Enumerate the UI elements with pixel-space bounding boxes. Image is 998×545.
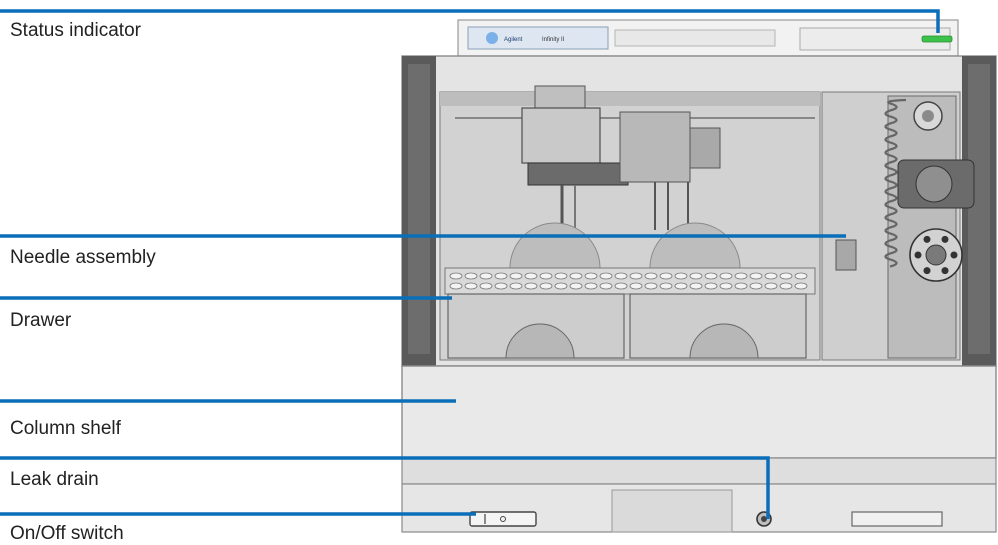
brand-spark-icon <box>486 32 498 44</box>
rack-hole <box>749 272 763 280</box>
rack-hole <box>689 282 703 290</box>
rack-hole <box>584 272 598 280</box>
right-side-inset <box>968 64 990 354</box>
base-upper <box>401 457 997 485</box>
rack-hole <box>674 282 688 290</box>
pump-rotor <box>915 165 953 203</box>
rack-hole <box>509 272 523 280</box>
valve-port <box>950 251 958 259</box>
label-on-off-switch: On/Off switch <box>10 523 124 544</box>
rack-hole <box>464 272 478 280</box>
label-status-indicator: Status indicator <box>10 20 141 41</box>
needle-head-top <box>534 85 586 109</box>
rack-hole <box>569 272 583 280</box>
rack-hole <box>449 282 463 290</box>
rack-hole <box>704 272 718 280</box>
rack-hole <box>659 272 673 280</box>
rack-hole <box>779 272 793 280</box>
rack-hole <box>779 282 793 290</box>
rack-hole <box>494 272 508 280</box>
rack-hole <box>554 282 568 290</box>
rack-hole <box>509 282 523 290</box>
leak-drain-hole <box>761 516 767 522</box>
label-column-shelf: Column shelf <box>10 418 121 439</box>
rack-hole <box>599 282 613 290</box>
rack-hole <box>524 282 538 290</box>
compartment-top-rail <box>440 92 820 106</box>
brand-badge: Agilent <box>504 37 523 43</box>
rack-hole <box>614 272 628 280</box>
rack-hole <box>644 272 658 280</box>
valve-port <box>941 267 949 275</box>
brand-panel <box>467 26 609 50</box>
leader-status-indicator <box>0 9 940 33</box>
valve-port <box>923 267 931 275</box>
status-led <box>921 35 953 43</box>
rack-hole <box>764 282 778 290</box>
rack-hole <box>689 272 703 280</box>
injection-valve-center <box>925 244 947 266</box>
drawer-right-handle <box>689 323 759 359</box>
rack-hole <box>584 282 598 290</box>
rack-hole <box>719 282 733 290</box>
rack-hole <box>794 282 808 290</box>
capillary-coil <box>884 98 907 268</box>
rack-hole <box>449 272 463 280</box>
top-slot <box>614 29 776 47</box>
needle-head-body <box>521 107 601 164</box>
rack-hole <box>659 282 673 290</box>
rack-hole <box>569 282 583 290</box>
rack-hole <box>599 272 613 280</box>
rack-hole <box>539 282 553 290</box>
base-right-slot <box>851 511 943 527</box>
rack-hole <box>719 272 733 280</box>
rack-hole <box>704 282 718 290</box>
valve-ports <box>914 235 958 275</box>
leader-lines <box>0 9 940 519</box>
sample-rack <box>444 267 816 295</box>
model-badge: Infinity II <box>542 37 565 43</box>
rack-hole <box>614 282 628 290</box>
rack-hole <box>734 272 748 280</box>
rack-hole <box>629 272 643 280</box>
rack-hole <box>524 272 538 280</box>
column-shelf <box>401 365 997 459</box>
rack-hole <box>494 282 508 290</box>
leader-leak-drain <box>0 456 770 519</box>
power-icon <box>500 516 506 522</box>
rack-hole <box>794 272 808 280</box>
label-drawer: Drawer <box>10 310 72 331</box>
needle-head-base <box>527 162 629 186</box>
needle-drive-motor <box>689 127 721 169</box>
rack-hole <box>479 272 493 280</box>
label-needle-assembly: Needle assembly <box>10 247 156 268</box>
needle-drive-block <box>619 111 691 183</box>
device: Agilent Infinity II <box>401 19 997 533</box>
base-center-panel <box>611 489 733 533</box>
rack-hole <box>749 282 763 290</box>
label-leak-drain: Leak drain <box>10 469 99 490</box>
valve-port <box>923 235 931 243</box>
rack-hole <box>629 282 643 290</box>
rack-hole <box>734 282 748 290</box>
rack-hole <box>644 282 658 290</box>
valve-port <box>941 235 949 243</box>
rack-hole <box>464 282 478 290</box>
needle-seat-block <box>835 239 857 271</box>
valve-panel <box>887 95 957 359</box>
rack-hole <box>674 272 688 280</box>
rack-hole <box>554 272 568 280</box>
on-off-switch[interactable] <box>469 511 537 527</box>
rack-hole <box>764 272 778 280</box>
metering-head-center <box>922 110 934 122</box>
left-side-inset <box>408 64 430 354</box>
drawer-left-handle <box>505 323 575 359</box>
rack-hole <box>539 272 553 280</box>
rack-hole <box>479 282 493 290</box>
valve-port <box>914 251 922 259</box>
rack-holes <box>449 272 808 290</box>
